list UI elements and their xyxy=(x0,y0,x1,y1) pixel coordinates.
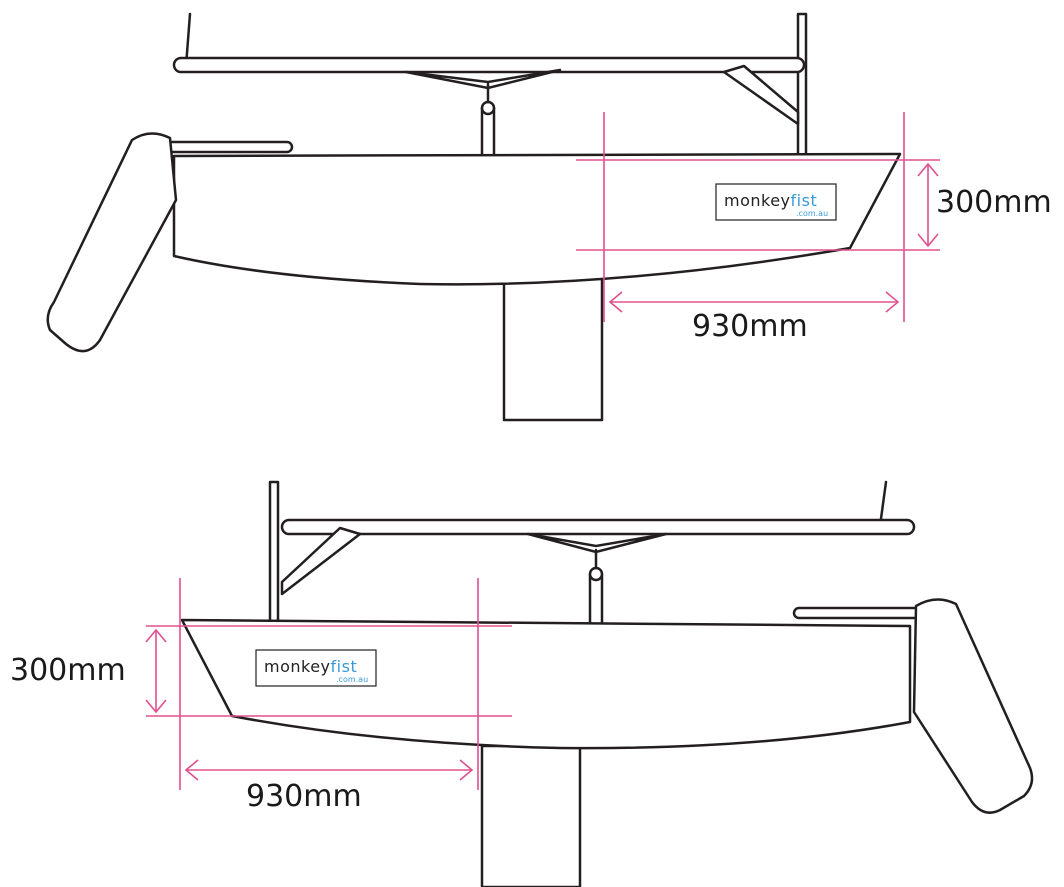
top-logo-sub: .com.au xyxy=(796,209,828,218)
bottom-mast-right xyxy=(878,480,888,528)
bottom-boat: 300mm 930mm monkeyfist .com.au xyxy=(10,480,1034,887)
top-post-fitting xyxy=(480,100,496,116)
bottom-length-arrowhead-left xyxy=(184,759,199,781)
bottom-support-arm xyxy=(280,526,362,596)
bottom-length-arrowhead-right xyxy=(459,759,474,781)
bottom-logo-sub: .com.au xyxy=(336,675,368,684)
bottom-height-arrowhead-up xyxy=(145,628,167,643)
top-rudder xyxy=(46,132,178,353)
top-support-arm xyxy=(722,64,800,126)
top-boat: 300mm 930mm monkeyfist .com.au xyxy=(46,12,1052,422)
bottom-logo-main: monkeyfist xyxy=(264,657,357,676)
top-logo-main: monkeyfist xyxy=(724,191,817,210)
top-mast-right xyxy=(796,12,808,162)
top-boom xyxy=(172,56,806,74)
bottom-keel xyxy=(480,744,582,887)
top-length-arrowhead-right xyxy=(885,291,900,313)
bottom-mast-left xyxy=(268,480,280,624)
bottom-logo: monkeyfist .com.au xyxy=(255,649,377,687)
bottom-length-label: 930mm xyxy=(246,779,362,814)
top-keel xyxy=(502,274,604,422)
top-height-label: 300mm xyxy=(936,185,1052,220)
top-length-label: 930mm xyxy=(692,309,808,344)
bottom-post xyxy=(588,572,604,630)
top-height-arrowhead-up xyxy=(917,162,939,177)
bottom-post-fitting xyxy=(588,566,604,582)
top-dimensions xyxy=(576,112,940,322)
top-height-arrowhead-down xyxy=(917,233,939,248)
bottom-height-label: 300mm xyxy=(10,653,126,688)
top-tiller xyxy=(154,140,294,154)
top-length-arrowhead-left xyxy=(608,291,623,313)
bottom-height-arrowhead-down xyxy=(145,699,167,714)
top-logo: monkeyfist .com.au xyxy=(715,183,837,221)
bottom-tiller xyxy=(792,606,932,620)
bottom-rudder xyxy=(912,598,1034,814)
bottom-dimensions xyxy=(145,578,512,790)
bottom-boom xyxy=(280,518,916,536)
